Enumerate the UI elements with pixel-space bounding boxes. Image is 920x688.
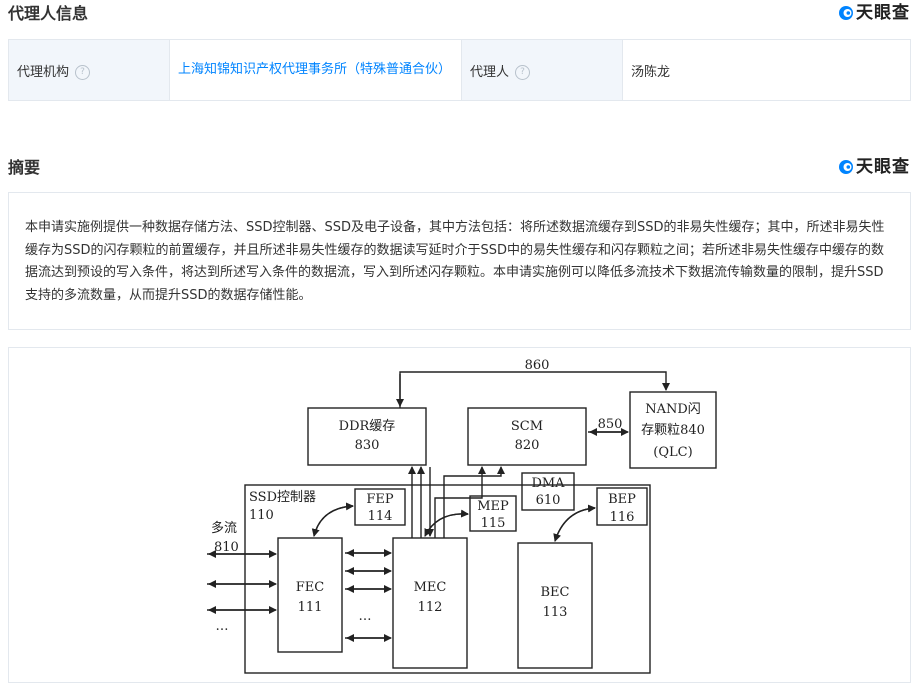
tianyancha-logo-icon [839, 160, 853, 174]
bec-number: 113 [543, 605, 568, 620]
brand-text: 天眼查 [856, 3, 910, 23]
help-icon[interactable]: ? [515, 64, 531, 80]
label-860: 860 [525, 358, 550, 373]
fec-box [277, 537, 343, 653]
bep-box [596, 487, 648, 526]
fep-number: 114 [368, 509, 393, 524]
fec-mec-ellipsis: … [359, 609, 372, 624]
ssd-controller-number: 110 [249, 508, 274, 523]
ddr-label: DDR缓存 [339, 419, 396, 434]
org-label-cell: 代理机构? [8, 39, 170, 101]
bec-box [517, 542, 593, 669]
abstract-box: 本申请实施例提供一种数据存储方法、SSD控制器、SSD及电子设备，其中方法包括：… [8, 192, 911, 330]
mec-label: MEC [414, 580, 447, 595]
agent-value: 汤陈龙 [631, 64, 671, 80]
abstract-text: 本申请实施例提供一种数据存储方法、SSD控制器、SSD及电子设备，其中方法包括：… [25, 220, 885, 303]
dma-label: DMA [531, 476, 565, 491]
abstract-figure: DDR缓存 830 SCM 820 NAND闪 存颗粒840 (QLC) 860… [8, 347, 911, 683]
dma-number: 610 [536, 493, 561, 508]
fec-label: FEC [296, 580, 325, 595]
nand-label-1: NAND闪 [645, 402, 701, 417]
fep-box [354, 488, 406, 526]
agent-section-title: 代理人信息 [8, 4, 89, 23]
bep-number: 116 [610, 510, 635, 525]
ddr-number: 830 [355, 438, 380, 453]
bep-label: BEP [608, 492, 636, 507]
org-value-link[interactable]: 上海知锦知识产权代理事务所（特殊普通合伙） [178, 62, 452, 77]
agent-label-cell: 代理人? [461, 39, 623, 101]
mec-box [392, 537, 468, 669]
table-row: 代理机构? 上海知锦知识产权代理事务所（特殊普通合伙） 代理人? 汤陈龙 [8, 39, 911, 101]
dma-box [521, 472, 575, 511]
agent-label: 代理人 [470, 64, 510, 80]
nand-label-3: (QLC) [653, 445, 692, 460]
scm-number: 820 [515, 438, 540, 453]
mep-label: MEP [477, 499, 509, 514]
tianyancha-brand: 天眼查 [838, 2, 910, 24]
abstract-section-title: 摘要 [8, 158, 41, 177]
fep-label: FEP [366, 492, 394, 507]
ddr-cache-box [307, 407, 427, 466]
org-label: 代理机构 [17, 64, 70, 80]
multi-stream-number: 810 [214, 540, 239, 555]
agent-value-cell: 汤陈龙 [622, 39, 911, 101]
tianyancha-logo-icon [839, 6, 853, 20]
brand-text: 天眼查 [856, 157, 910, 177]
scm-box [467, 407, 587, 466]
agent-section-header: 代理人信息 天眼查 [8, 0, 910, 28]
mec-number: 112 [418, 600, 443, 615]
tianyancha-brand: 天眼查 [838, 156, 910, 178]
org-value-cell[interactable]: 上海知锦知识产权代理事务所（特殊普通合伙） [169, 39, 462, 101]
ssd-controller-label: SSD控制器 [249, 490, 316, 505]
mep-box [469, 495, 517, 532]
mep-number: 115 [481, 516, 506, 531]
arrow-860 [399, 371, 670, 408]
ssd-controller-box [244, 484, 651, 674]
label-850: 850 [598, 417, 623, 432]
nand-label-2: 存颗粒840 [641, 423, 705, 438]
bec-label: BEC [541, 585, 570, 600]
scm-label: SCM [511, 419, 543, 434]
agent-info-table: 代理机构? 上海知锦知识产权代理事务所（特殊普通合伙） 代理人? 汤陈龙 [8, 39, 911, 101]
fec-number: 111 [298, 600, 323, 615]
nand-box [629, 391, 717, 469]
abstract-section-header: 摘要 天眼查 [8, 154, 910, 182]
system-diagram: DDR缓存 830 SCM 820 NAND闪 存颗粒840 (QLC) 860… [207, 358, 717, 674]
help-icon[interactable]: ? [75, 64, 91, 80]
stream-ellipsis: … [216, 619, 229, 634]
multi-stream-label: 多流 [211, 520, 237, 536]
